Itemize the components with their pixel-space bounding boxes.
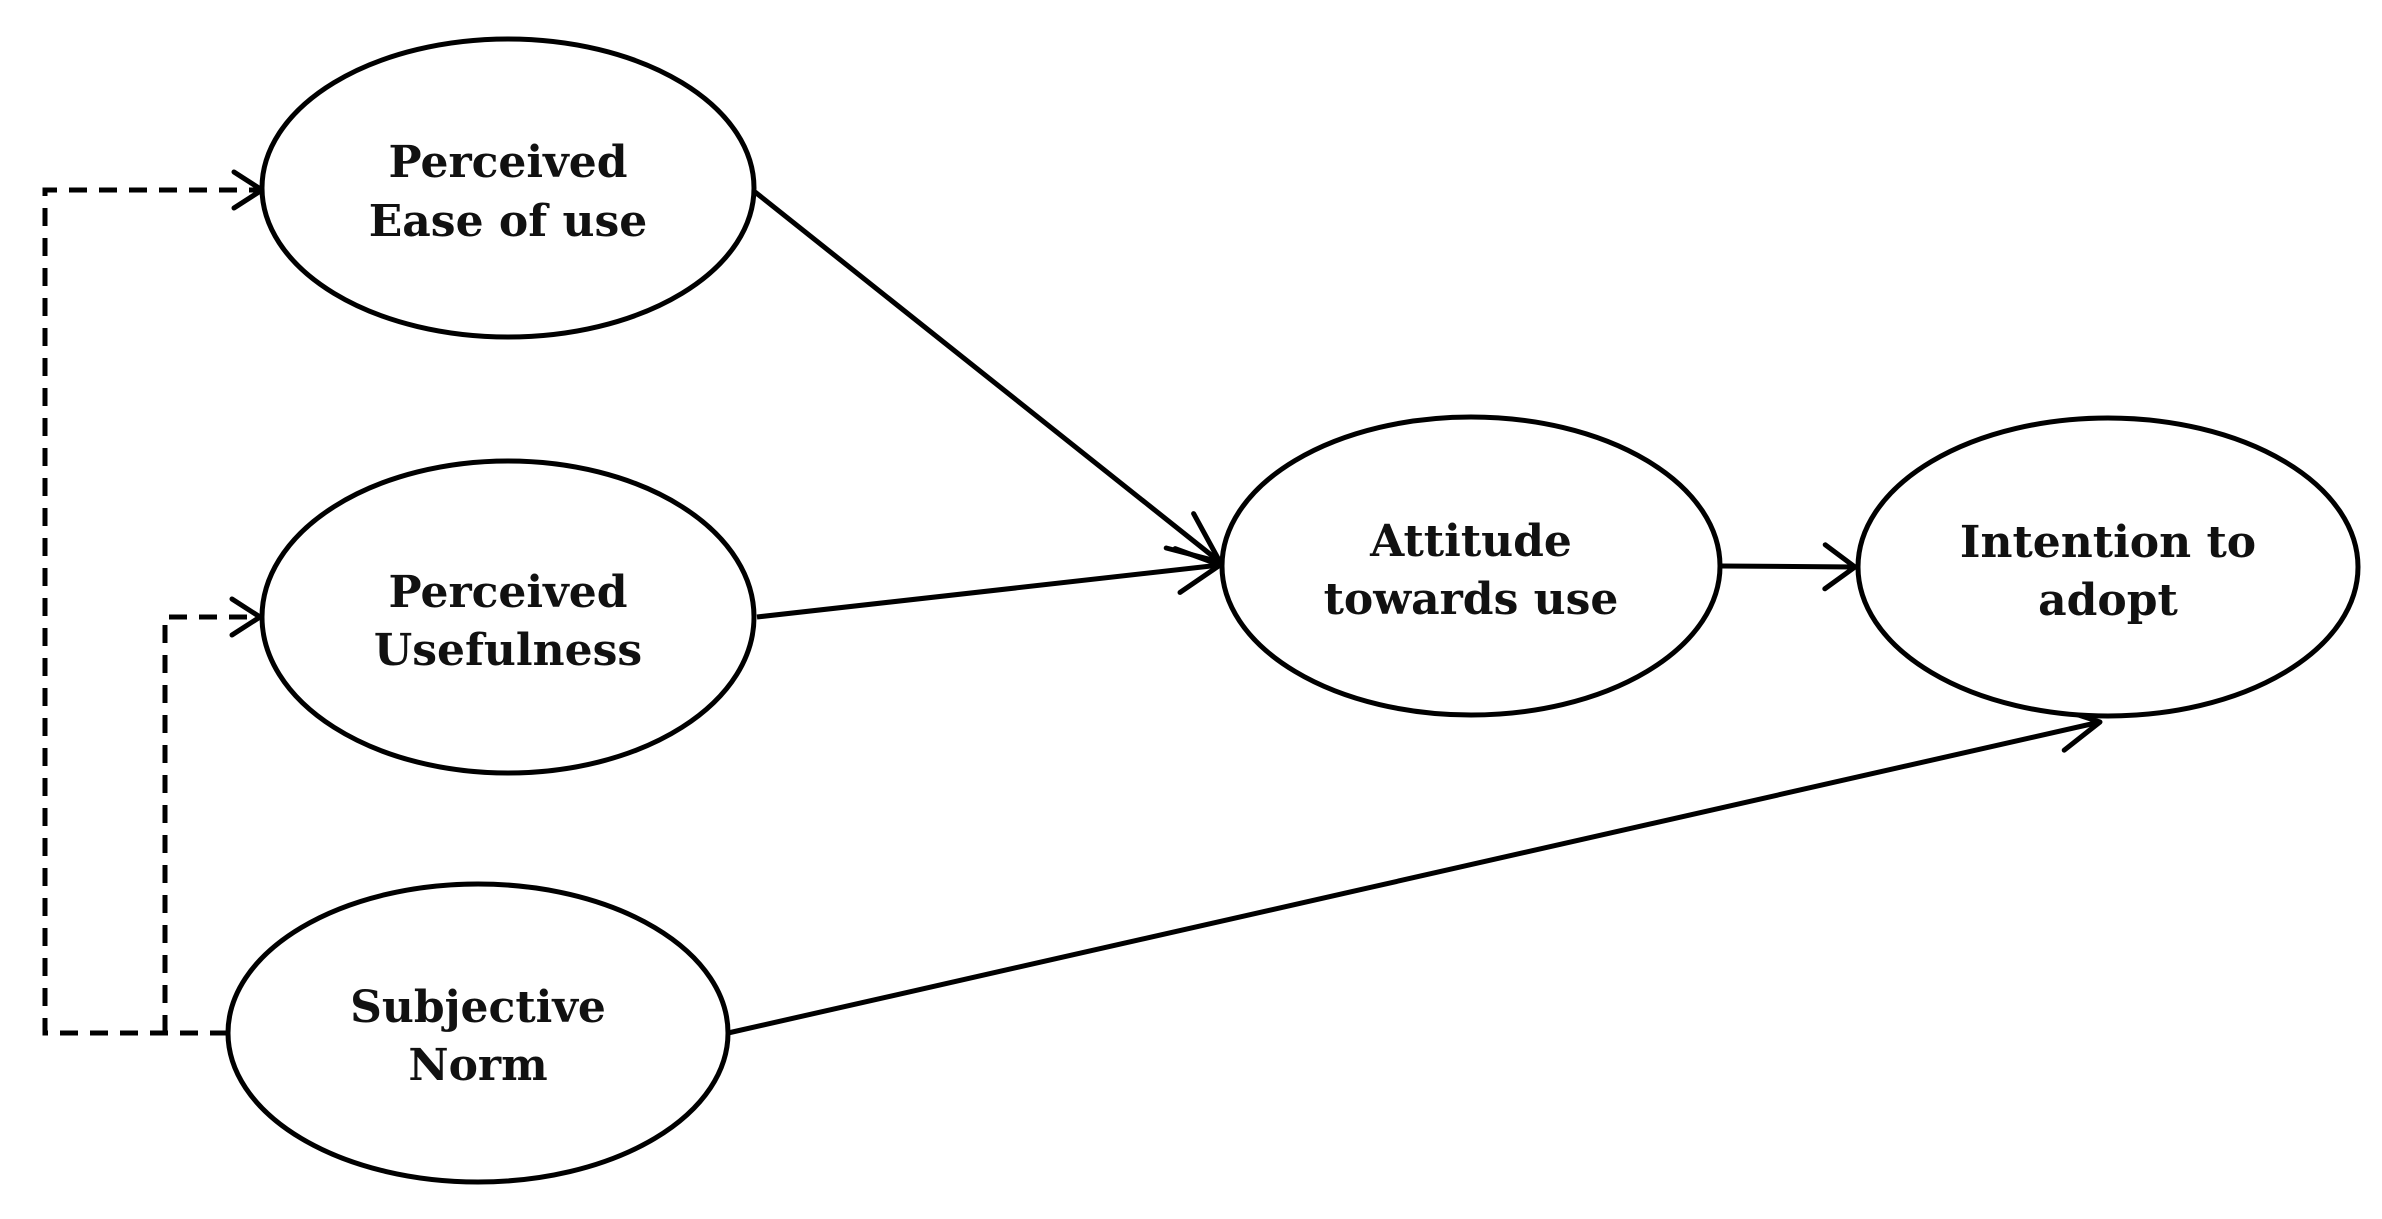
node-perceived-ease-of-use: Perceived Ease of use (259, 36, 757, 340)
node-attitude-towards-use: Attitude towards use (1219, 414, 1723, 718)
node-ellipse (1855, 415, 2361, 719)
node-ellipse (259, 458, 757, 776)
arrowhead-attitude-to-intention (1822, 542, 1858, 592)
edge-peou-to-attitude (753, 190, 1222, 564)
node-label-line2: adopt (2038, 575, 2178, 626)
edge-sn-to-intention (727, 719, 2101, 1036)
node-ellipse (225, 881, 731, 1185)
node-label-line1: Attitude (1369, 516, 1572, 567)
node-subjective-norm: Subjective Norm (225, 881, 731, 1185)
node-label-line2: Usefulness (374, 625, 642, 676)
arrowhead-sn-to-peou (231, 169, 265, 211)
node-ellipse (1219, 414, 1723, 718)
node-label-line2: Ease of use (369, 196, 647, 247)
node-ellipse (259, 36, 757, 340)
node-intention-to-adopt: Intention to adopt (1855, 415, 2361, 719)
node-label-line2: towards use (1324, 574, 1619, 625)
node-label-line1: Subjective (350, 982, 606, 1033)
node-perceived-usefulness: Perceived Usefulness (259, 458, 757, 776)
edge-attitude-to-intention (1720, 563, 1856, 570)
dashed-edge-sn-to-pu (162, 614, 260, 1033)
node-label-line1: Intention to (1960, 517, 2256, 568)
node-label-line1: Perceived (389, 567, 628, 618)
edge-pu-to-attitude (756, 562, 1221, 620)
dashed-edge-sn-to-peou (42, 187, 262, 1036)
node-label-line1: Perceived (389, 137, 628, 188)
node-label-line2: Norm (408, 1040, 547, 1091)
